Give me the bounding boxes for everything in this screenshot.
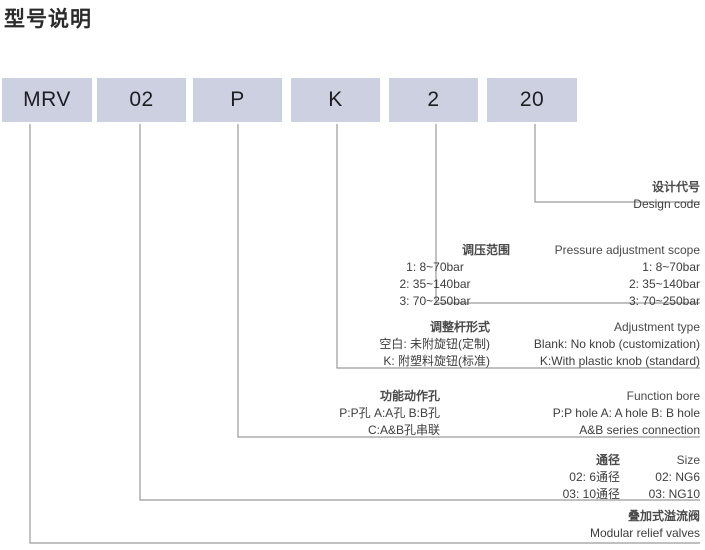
product-head-en: Modular relief valves — [589, 526, 700, 540]
page-title: 型号说明 — [4, 8, 92, 31]
model-code-box-row: MRV 02 P K 2 20 — [0, 78, 705, 122]
code-box-5: 2 — [389, 78, 478, 122]
adjustment-head-en: Adjustment type — [613, 320, 700, 334]
adjustment-row-1: 空白: 未附旋钮(定制) Blank: No knob (customizatio… — [325, 336, 700, 353]
desc-block-pressure: 调压范围 Pressure adjustment scope 1: 8~70bar… — [360, 242, 700, 310]
code-box-1: MRV — [2, 78, 92, 122]
size-head-cn: 通径 — [595, 453, 620, 467]
size-row-1-cn: 02: 6通径 — [569, 470, 620, 484]
pressure-row-2-cn: 2: 35~140bar — [399, 277, 471, 291]
pressure-head: 调压范围 Pressure adjustment scope — [360, 242, 700, 259]
function-bore-row-2: C:A&B孔串联 A&B series connection — [230, 422, 700, 439]
function-bore-head: 功能动作孔 Function bore — [230, 388, 700, 405]
desc-block-adjustment: 调整杆形式 Adjustment type 空白: 未附旋钮(定制) Blank: … — [325, 319, 700, 370]
desc-block-product: 叠加式溢流阀 Modular relief valves — [590, 508, 700, 542]
function-bore-row-1-en: P:P hole A: A hole B: B hole — [552, 406, 700, 420]
adjustment-row-2-cn: K: 附塑料旋钮(标准) — [383, 354, 490, 368]
desc-block-size: 通径 Size 02: 6通径 02: NG6 03: 10通径 03: NG10 — [525, 452, 700, 503]
size-row-1-en: 02: NG6 — [655, 470, 700, 484]
design-code-head-en: Design code — [633, 197, 700, 211]
adjustment-row-2: K: 附塑料旋钮(标准) K:With plastic knob (standar… — [325, 353, 700, 370]
pressure-row-3: 3: 70~250bar 3: 70~250bar — [360, 293, 700, 310]
pressure-head-en: Pressure adjustment scope — [554, 243, 700, 257]
adjustment-row-1-cn: 空白: 未附旋钮(定制) — [379, 337, 490, 351]
code-box-6: 20 — [487, 78, 577, 122]
pressure-row-3-en: 3: 70~250bar — [628, 294, 700, 308]
function-bore-head-cn: 功能动作孔 — [379, 389, 440, 403]
code-box-2: 02 — [97, 78, 186, 122]
size-row-2-cn: 03: 10通径 — [562, 487, 620, 501]
function-bore-row-1-cn: P:P孔 A:A孔 B:B孔 — [339, 406, 440, 420]
design-code-head-cn: 设计代号 — [651, 180, 700, 194]
code-box-4: K — [291, 78, 380, 122]
adjustment-head-cn: 调整杆形式 — [429, 320, 490, 334]
function-bore-row-1: P:P孔 A:A孔 B:B孔 P:P hole A: A hole B: B ho… — [230, 405, 700, 422]
function-bore-head-en: Function bore — [626, 389, 700, 403]
adjustment-row-1-en: Blank: No knob (customization) — [533, 337, 700, 351]
leader-line-size — [139, 124, 700, 501]
adjustment-head: 调整杆形式 Adjustment type — [325, 319, 700, 336]
pressure-head-cn: 调压范围 — [461, 243, 510, 257]
pressure-row-2-en: 2: 35~140bar — [628, 277, 700, 291]
product-head-cn: 叠加式溢流阀 — [627, 509, 700, 523]
size-row-2-en: 03: NG10 — [648, 487, 700, 501]
pressure-row-3-cn: 3: 70~250bar — [399, 294, 471, 308]
adjustment-row-2-en: K:With plastic knob (standard) — [539, 354, 700, 368]
size-row-1: 02: 6通径 02: NG6 — [525, 469, 700, 486]
function-bore-row-2-en: A&B series connection — [579, 423, 700, 437]
desc-block-function-bore: 功能动作孔 Function bore P:P孔 A:A孔 B:B孔 P:P hol… — [230, 388, 700, 439]
pressure-row-1: 1: 8~70bar 1: 8~70bar — [360, 259, 700, 276]
size-row-2: 03: 10通径 03: NG10 — [525, 486, 700, 503]
desc-block-design-code: 设计代号 Design code — [633, 179, 700, 213]
pressure-row-1-cn: 1: 8~70bar — [406, 260, 464, 274]
size-head: 通径 Size — [525, 452, 700, 469]
pressure-row-1-en: 1: 8~70bar — [642, 260, 700, 274]
function-bore-row-2-cn: C:A&B孔串联 — [367, 423, 440, 437]
size-head-en: Size — [676, 453, 700, 467]
pressure-row-2: 2: 35~140bar 2: 35~140bar — [360, 276, 700, 293]
code-box-3: P — [193, 78, 282, 122]
